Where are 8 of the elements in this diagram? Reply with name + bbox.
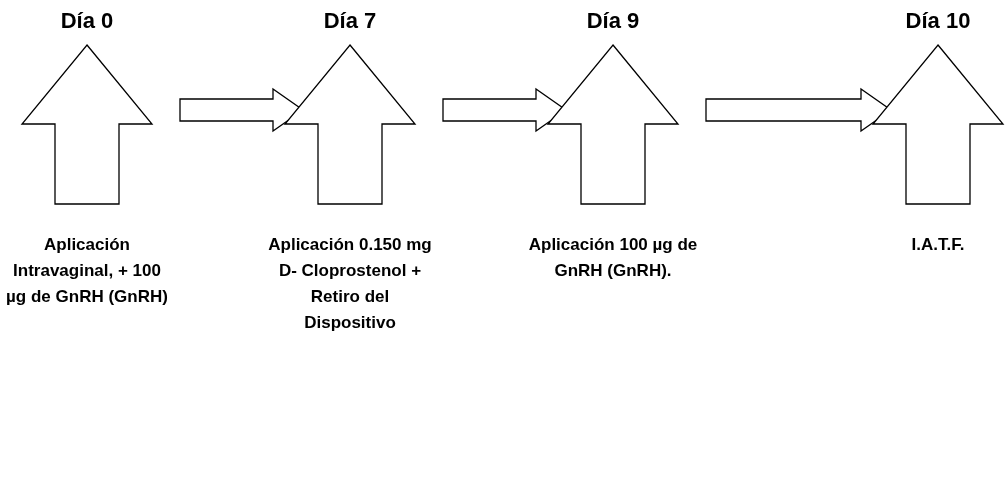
step-description: Aplicación Intravaginal, + 100 µg de GnRH (GnRH) xyxy=(5,234,169,308)
step-description: Aplicación 0.150 mg D- Cloprostenol + Retiro del Dispositivo xyxy=(267,234,433,334)
day-heading: Día 9 xyxy=(585,8,641,34)
day-heading: Día 0 xyxy=(59,8,115,34)
step-description: I.A.T.F. xyxy=(910,234,966,256)
day-heading: Día 7 xyxy=(322,8,378,34)
day-heading: Día 10 xyxy=(904,8,972,34)
step-description: Aplicación 100 µg de GnRH (GnRH). xyxy=(528,234,698,282)
